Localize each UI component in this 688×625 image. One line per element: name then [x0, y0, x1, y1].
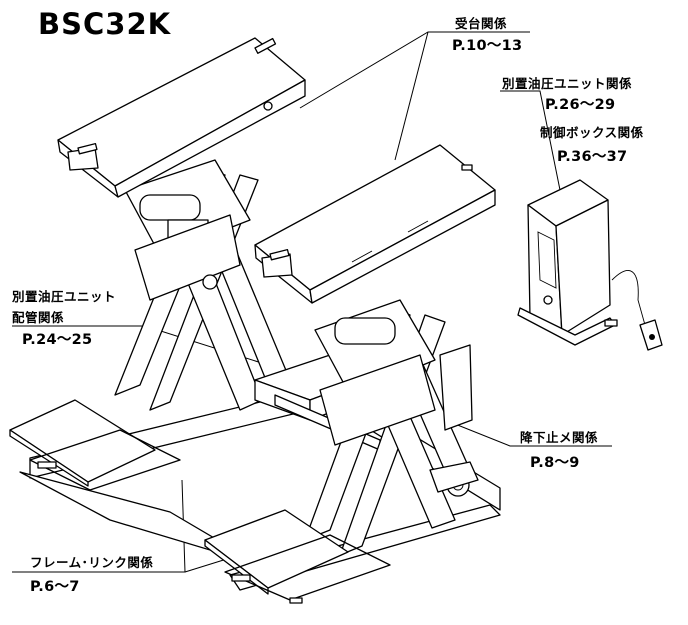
control-box-label[interactable]: 制御ボックス関係	[540, 125, 644, 140]
lowering-stop-label[interactable]: 降下止メ関係	[520, 430, 599, 445]
receiver-pages[interactable]: P.10～13	[452, 38, 523, 54]
left-platform	[57, 37, 306, 198]
leader-hydraulic-unit	[500, 90, 561, 191]
leader-receiver-b	[394, 31, 429, 161]
hydraulic-unit-box	[517, 179, 663, 351]
piping-pages[interactable]: P.24～25	[22, 332, 93, 348]
right-base-plate	[204, 509, 391, 604]
left-scissor-assembly	[114, 159, 291, 411]
receiver-label[interactable]: 受台関係	[455, 16, 508, 31]
right-scissor-assembly	[304, 299, 479, 556]
frame-link-pages[interactable]: P.6～7	[30, 579, 80, 595]
piping-label-line2[interactable]: 配管関係	[12, 310, 65, 325]
left-base-plate	[9, 399, 181, 491]
control-box-pages[interactable]: P.36～37	[557, 149, 628, 165]
piping-label-line1[interactable]: 別置油圧ユニット	[12, 289, 117, 304]
hydraulic-unit-pages[interactable]: P.26～29	[545, 97, 616, 113]
model-title: BSC32K	[38, 7, 172, 41]
frame-link-label[interactable]: フレーム･リンク関係	[30, 555, 154, 570]
hydraulic-unit-label[interactable]: 別置油圧ユニット関係	[502, 76, 633, 91]
right-platform	[254, 144, 496, 304]
leader-frame-link-b	[184, 557, 231, 573]
lowering-stop-pages[interactable]: P.8～9	[530, 455, 580, 471]
